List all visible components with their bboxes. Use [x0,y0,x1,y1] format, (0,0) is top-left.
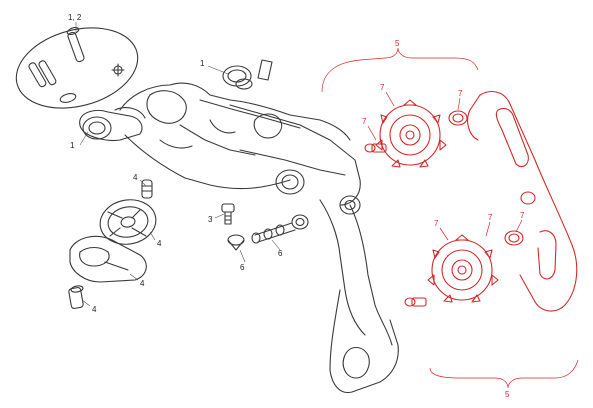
label-5-bottom: 5 [505,390,510,399]
label-7-e: 7 [488,213,493,222]
lower-pulley-bolt [404,297,427,307]
cable-guide-housing [69,235,147,283]
label-4-d: 4 [92,305,97,314]
upper-pulley-bushing [448,110,468,126]
cable-pulley-wheel [99,199,157,245]
adjust-barrel-sleeve [227,234,245,251]
label-4-b: 4 [157,239,162,248]
label-7-b: 7 [362,117,367,126]
label-7-f: 7 [520,211,525,220]
label-4-a: 4 [133,173,138,182]
upper-pulley-bolt [364,143,387,153]
upper-pulley-wheel [375,99,447,168]
label-7-d: 7 [434,219,439,228]
label-1-2: 1, 2 [68,13,82,22]
limit-screw [221,203,235,225]
lower-pulley-wheel [427,234,499,303]
cable-pulley-bolt [141,179,153,199]
label-1-top: 1 [200,59,205,68]
label-6-b: 6 [278,249,283,258]
inner-cage-plate [467,91,578,312]
hardware-kit-bubble [15,26,139,109]
pivot-spring-set [251,214,309,244]
callout-labels: 1, 2 1 1 3 4 4 4 4 6 6 5 5 7 7 7 7 7 7 [68,13,525,399]
label-7-a: 7 [380,83,385,92]
label-4-c: 4 [140,279,145,288]
label-1-left: 1 [70,141,75,150]
label-6-a: 6 [240,263,245,272]
label-7-c: 7 [458,89,463,98]
housing-stop-ferrule [68,285,84,309]
leader-lines [75,22,579,389]
label-5-top: 5 [395,39,400,48]
derailleur-body [79,59,399,394]
label-3: 3 [208,215,213,224]
lower-pulley-bushing [504,230,524,246]
